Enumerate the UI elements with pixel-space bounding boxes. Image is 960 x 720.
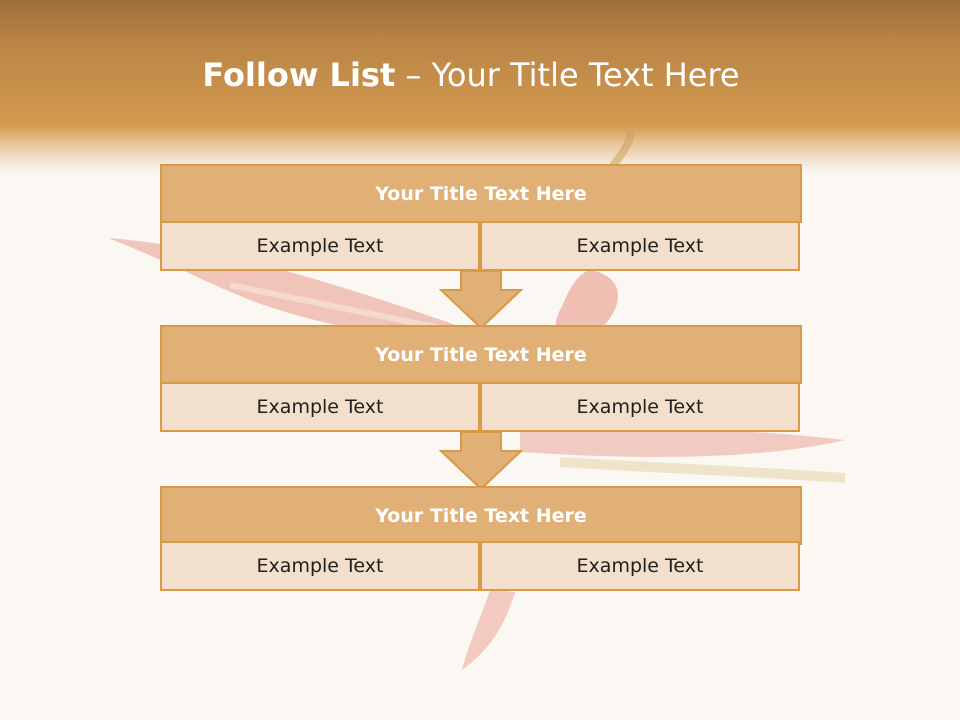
- down-arrow-icon: [439, 270, 523, 330]
- step-example-right: Example Text: [480, 382, 800, 432]
- slide-title: Follow List – Your Title Text Here: [0, 52, 942, 98]
- step-example-right: Example Text: [480, 541, 800, 591]
- step-title: Your Title Text Here: [160, 486, 802, 545]
- down-arrow-icon: [439, 431, 523, 491]
- chili-pepper-long: [520, 427, 845, 457]
- chili-pepper-bottom: [462, 590, 515, 670]
- step-example-left: Example Text: [160, 382, 480, 432]
- step-example-right: Example Text: [480, 221, 800, 271]
- step-title: Your Title Text Here: [160, 164, 802, 223]
- header-band: [0, 0, 960, 175]
- step-example-left: Example Text: [160, 541, 480, 591]
- slide-title-rest: – Your Title Text Here: [395, 56, 740, 94]
- slide-title-bold: Follow List: [202, 56, 396, 94]
- step-title: Your Title Text Here: [160, 325, 802, 384]
- step-example-left: Example Text: [160, 221, 480, 271]
